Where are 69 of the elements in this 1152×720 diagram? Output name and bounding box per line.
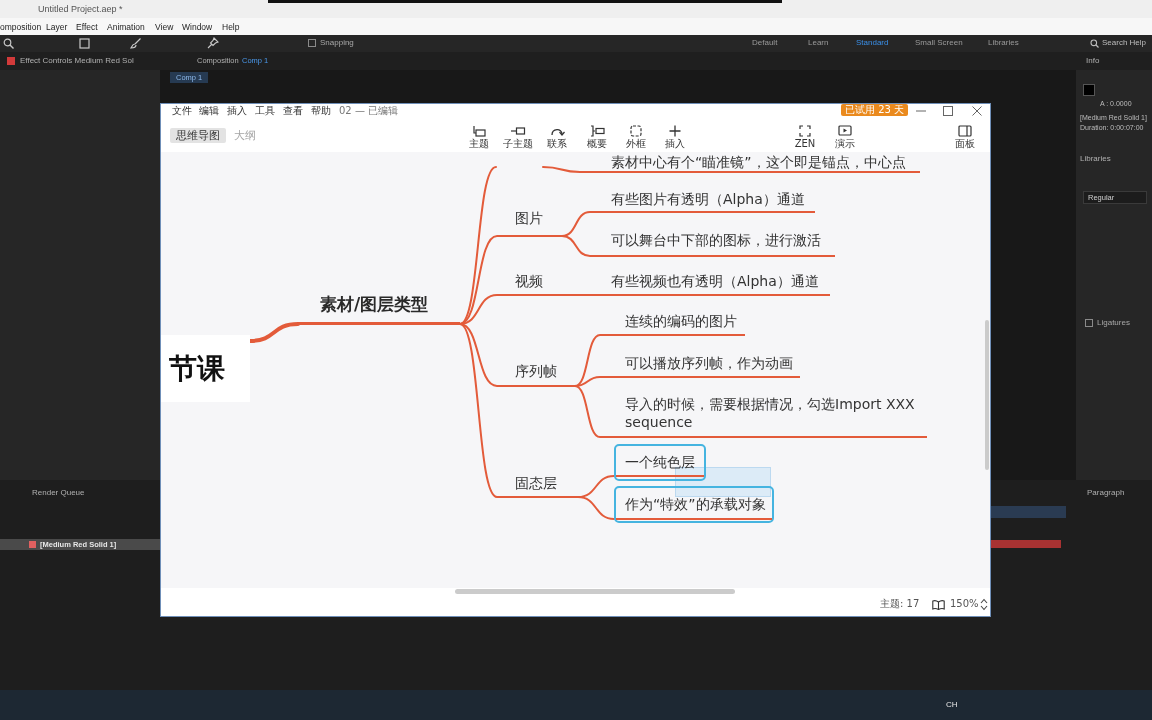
branch-line bbox=[574, 376, 601, 387]
topic-card: 节课 bbox=[161, 335, 250, 402]
panel-title: Paragraph bbox=[1087, 488, 1125, 498]
menu-item: Animation bbox=[107, 22, 145, 33]
menu-item: Layer bbox=[46, 22, 68, 33]
toolbar-label: 子主题 bbox=[502, 138, 534, 150]
search-field: Search Help bbox=[1090, 38, 1147, 48]
status-text: 主题: 17 bbox=[880, 598, 920, 610]
input-indicator: CH bbox=[946, 700, 958, 710]
menu-item: Window bbox=[182, 22, 213, 33]
toolbar-label: 联系 bbox=[546, 138, 568, 150]
workspace-label: Libraries bbox=[988, 38, 1019, 48]
leaf-topic: 导入的时候，需要根据情况，勾选Import XXX sequence bbox=[600, 394, 927, 438]
panel-title: Libraries bbox=[1080, 154, 1111, 164]
menu-item: 文件 bbox=[172, 105, 192, 117]
menu-item: omposition bbox=[0, 22, 42, 33]
checkbox: Snapping bbox=[308, 38, 354, 48]
status-text: 150% bbox=[950, 598, 979, 610]
selected-topic: 作为“特效”的承载对象 bbox=[614, 486, 774, 523]
panel-title: Effect Controls Medium Red Sol bbox=[20, 56, 134, 66]
window-title: Untitled Project.aep * bbox=[38, 4, 123, 15]
selected-topic: 一个纯色层 bbox=[614, 444, 706, 481]
menu-item: Effect bbox=[76, 22, 98, 33]
branch-line bbox=[459, 323, 498, 387]
panel-title: Info bbox=[1086, 56, 1100, 66]
leaf-topic: 可以舞台中下部的图标，进行激活 bbox=[590, 230, 835, 257]
mode-tab: 思维导图 bbox=[170, 128, 226, 143]
tab-label: 大纲 bbox=[233, 128, 257, 143]
menu-item: 插入 bbox=[227, 105, 247, 117]
subtopic: 序列帧 bbox=[497, 361, 575, 387]
leaf-topic: 有些视频也有透明（Alpha）通道 bbox=[590, 271, 830, 296]
panel-title: Render Queue bbox=[32, 488, 85, 498]
branch-line bbox=[542, 166, 581, 173]
branch-line bbox=[574, 385, 601, 438]
subtopic: 固态层 bbox=[497, 473, 578, 498]
subtopic: 图片 bbox=[497, 208, 562, 237]
workspace-label: Small Screen bbox=[915, 38, 963, 48]
menu-item: 工具 bbox=[255, 105, 275, 117]
leaf-topic: 有些图片有透明（Alpha）通道 bbox=[590, 188, 815, 213]
leaf-topic: 连续的编码的图片 bbox=[600, 311, 745, 336]
branch-line bbox=[559, 294, 591, 296]
toolbar-label: 面板 bbox=[954, 138, 976, 150]
branch-line bbox=[248, 322, 300, 343]
checkbox: Ligatures bbox=[1085, 318, 1130, 328]
branch-line bbox=[459, 235, 498, 325]
toolbar-label: 概要 bbox=[586, 138, 608, 150]
toolbar-label: 插入 bbox=[664, 138, 686, 150]
workspace-label: Learn bbox=[808, 38, 829, 48]
document-status: 02 — 已编辑 bbox=[339, 105, 399, 117]
toolbar-label: 主题 bbox=[468, 138, 490, 150]
leaf-topic: 可以播放序列帧，作为动画 bbox=[600, 353, 800, 378]
main-topic: 素材/图层类型 bbox=[298, 292, 460, 325]
trial-badge: 已试用 23 天 bbox=[841, 104, 909, 116]
subtopic: 视频 bbox=[497, 271, 560, 296]
branch-line bbox=[561, 235, 591, 257]
menu-item: View bbox=[155, 22, 174, 33]
menu-item: 编辑 bbox=[199, 105, 219, 117]
workspace-label: Standard bbox=[856, 38, 889, 48]
menu-item: 帮助 bbox=[311, 105, 331, 117]
branch-line bbox=[574, 334, 601, 387]
menu-item: Help bbox=[222, 22, 240, 33]
toolbar-label: ZEN bbox=[793, 138, 817, 150]
branch-line bbox=[577, 496, 615, 520]
workspace-label: Default bbox=[752, 38, 778, 48]
toolbar-label: 外框 bbox=[625, 138, 647, 150]
branch-line bbox=[459, 323, 498, 498]
menu-item: 查看 bbox=[283, 105, 303, 117]
leaf-topic: 素材中心有个“瞄准镜”，这个即是锚点，中心点 bbox=[580, 152, 920, 173]
toolbar-label: 演示 bbox=[834, 138, 856, 150]
